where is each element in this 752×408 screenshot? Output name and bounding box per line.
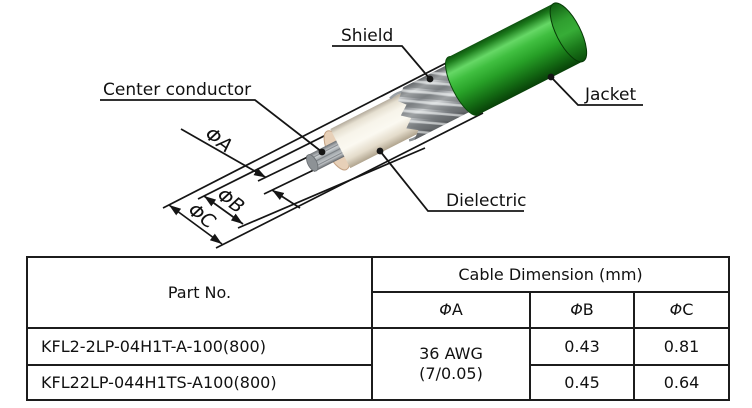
spec-table: Part No. Cable Dimension (mm) ΦA ΦB ΦC K…: [26, 256, 730, 401]
dim-arrow-phi-c: [168, 204, 223, 245]
jacket-callout-dot: [547, 73, 555, 81]
phi-b-header: ΦB: [529, 291, 635, 329]
dimension-extension-lines: [162, 59, 484, 249]
dim-arrow-phi-a-upper: [180, 128, 267, 179]
dim-arrow-phi-b: [203, 195, 244, 225]
dimension-arrows: [168, 128, 301, 245]
phi-c-value-cell: 0.64: [633, 364, 730, 401]
header-row-2: ΦA ΦB ΦC: [27, 291, 730, 329]
conductor-strand-line: [313, 149, 348, 168]
jacket-body: [448, 3, 584, 115]
cable-dimension-header: Cable Dimension (mm): [371, 256, 730, 293]
awg-strand-count: (7/0.05): [419, 364, 483, 383]
center-conductor-callout-dot: [318, 148, 326, 156]
conductor-strand-line: [309, 141, 344, 160]
ext-line-phi-b-top: [197, 123, 349, 200]
phi-b-value-cell: 0.43: [529, 327, 635, 366]
cable-assembly: [305, 2, 588, 173]
ext-line-phi-a-bottom: [263, 165, 323, 195]
phi-c-header: ΦC: [633, 291, 730, 329]
conductor-tip-face: [306, 154, 319, 172]
phi-c-value-cell: 0.81: [633, 327, 730, 366]
awg-value: 36 AWG: [419, 344, 483, 363]
part-no-cell: KFL22LP-044H1TS-A100(800): [26, 364, 373, 401]
phi-b-value-cell: 0.45: [529, 364, 635, 401]
dim-arrow-phi-a-lower: [271, 189, 301, 209]
phi-a-header: ΦA: [371, 291, 531, 329]
part-no-cell: KFL2-2LP-04H1T-A-100(800): [26, 327, 373, 366]
dim-label-phi-a: ΦA: [201, 123, 237, 157]
center-conductor-leader-line: [100, 99, 323, 153]
dielectric-leader-line: [379, 150, 524, 212]
jacket-leader-line: [550, 76, 643, 106]
jacket-end-cap: [549, 2, 588, 63]
callouts: [100, 45, 643, 212]
dielectric-callout-dot: [376, 147, 384, 155]
awg-cell: 36 AWG (7/0.05): [371, 327, 531, 401]
shield-leader-line: [332, 45, 431, 80]
header-row-1: Part No. Cable Dimension (mm): [26, 256, 730, 329]
table-row: KFL22LP-044H1TS-A100(800) 0.45 0.64: [26, 364, 730, 401]
jacket-label: Jacket: [584, 85, 636, 105]
ext-line-phi-b-bottom: [237, 147, 426, 229]
dielectric-label: Dielectric: [446, 191, 527, 211]
center-conductor-label: Center conductor: [103, 80, 251, 100]
table-row: KFL2-2LP-04H1T-A-100(800) 36 AWG (7/0.05…: [26, 327, 730, 401]
part-no-header: Part No.: [26, 256, 373, 329]
shield-callout-dot: [426, 75, 434, 83]
cable-diagram: Shield Center conductor Jacket Dielectri…: [100, 2, 643, 249]
conductor-strand-line: [311, 145, 346, 164]
ext-line-phi-c-top: [162, 59, 453, 209]
shield-label: Shield: [341, 26, 393, 46]
